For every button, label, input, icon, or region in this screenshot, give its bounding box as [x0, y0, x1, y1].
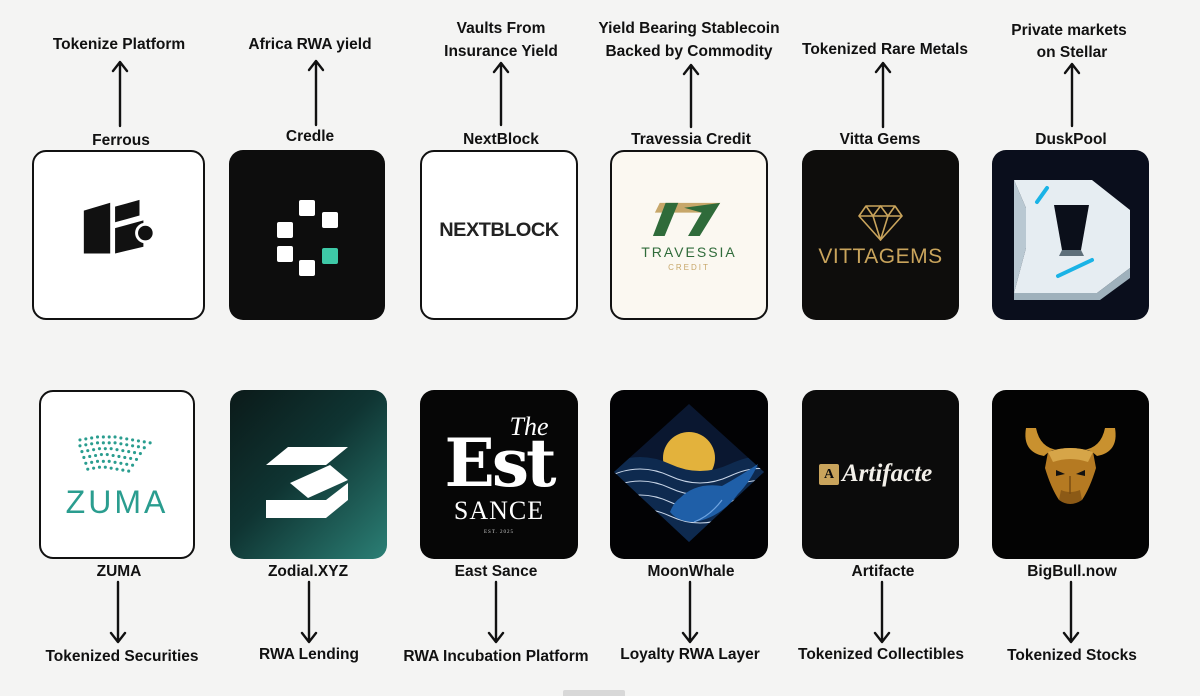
duskpool-logo-icon — [1014, 180, 1130, 300]
up-arrow-icon — [682, 63, 700, 129]
category-moonwhale: Loyalty RWA Layer — [620, 646, 760, 663]
eastsance-sub: SANCE — [453, 496, 545, 525]
project-name-zodial: Zodial.XYZ — [267, 563, 349, 580]
category-travessia-line2: Backed by Commodity — [605, 43, 773, 60]
category-zodial: RWA Lending — [259, 646, 359, 663]
travessia-subtext: CREDIT — [668, 263, 710, 272]
project-name-duskpool: DuskPool — [1035, 131, 1107, 148]
down-arrow-icon — [109, 580, 127, 644]
eastsance-est: EST. 2025 — [483, 530, 515, 535]
category-duskpool-line2: on Stellar — [1036, 44, 1108, 61]
project-name-artifacte: Artifacte — [851, 563, 915, 580]
moonwhale-logo-tile[interactable] — [610, 390, 768, 559]
up-arrow-icon — [492, 61, 510, 127]
zodial-logo-tile[interactable] — [230, 390, 387, 559]
bigbull-logo-tile[interactable] — [992, 390, 1149, 559]
artifacte-logo-tile[interactable]: A Artifacte — [802, 390, 959, 559]
travessia-mark-icon — [652, 202, 721, 236]
nextblock-logo-tile[interactable]: NEXTBLOCK — [420, 150, 578, 320]
project-name-nextblock: NextBlock — [463, 131, 539, 148]
category-travessia-line1: Yield Bearing Stablecoin — [598, 20, 780, 37]
travessia-logo-tile[interactable]: TRAVESSIA CREDIT — [610, 150, 768, 320]
category-artifacte: Tokenized Collectibles — [798, 646, 964, 663]
eastsance-the: The — [509, 412, 549, 441]
zuma-wave-icon — [78, 435, 152, 473]
up-arrow-icon — [874, 61, 892, 129]
ferrous-logo-icon — [83, 199, 156, 254]
diamond-icon — [858, 205, 903, 241]
artifacte-badge-icon: A — [819, 464, 839, 485]
up-arrow-icon — [307, 59, 325, 127]
travessia-wordmark: TRAVESSIA — [641, 244, 737, 260]
duskpool-logo-tile[interactable] — [992, 150, 1149, 320]
vittagems-logo-tile[interactable]: VITTAGEMS — [802, 150, 959, 320]
category-nextblock-line1: Vaults From — [456, 20, 546, 37]
up-arrow-icon — [1063, 62, 1081, 128]
down-arrow-icon — [1062, 580, 1080, 644]
category-ferrous: Tokenize Platform — [52, 36, 186, 53]
category-vittagems: Tokenized Rare Metals — [802, 41, 968, 58]
zuma-wordmark: ZUMA — [65, 484, 169, 520]
down-arrow-icon — [873, 580, 891, 644]
down-arrow-icon — [681, 580, 699, 644]
project-name-ferrous: Ferrous — [92, 132, 150, 149]
category-credle: Africa RWA yield — [248, 36, 372, 53]
project-name-credle: Credle — [285, 128, 335, 145]
down-arrow-icon — [487, 580, 505, 644]
category-duskpool-line1: Private markets — [1011, 22, 1127, 39]
category-nextblock-line2: Insurance Yield — [444, 43, 558, 60]
category-zuma: Tokenized Securities — [45, 648, 199, 665]
credle-logo-icon — [277, 200, 338, 276]
zodial-logo-icon — [266, 447, 348, 518]
vittagems-wordmark: VITTAGEMS — [818, 245, 943, 268]
project-name-moonwhale: MoonWhale — [647, 563, 735, 580]
down-arrow-icon — [300, 580, 318, 644]
eastsance-big: Est — [444, 424, 557, 502]
scroll-handle[interactable] — [563, 690, 625, 696]
ferrous-logo-tile[interactable] — [32, 150, 205, 320]
project-name-eastsance: East Sance — [454, 563, 538, 580]
category-eastsance: RWA Incubation Platform — [403, 648, 589, 665]
project-name-vittagems: Vitta Gems — [839, 131, 921, 148]
artifacte-wordmark: Artifacte — [842, 460, 933, 487]
credle-logo-tile[interactable] — [229, 150, 385, 320]
up-arrow-icon — [111, 60, 129, 128]
project-name-travessia: Travessia Credit — [631, 131, 751, 148]
moonwhale-logo-icon — [614, 404, 764, 542]
zuma-logo-tile[interactable]: ZUMA — [39, 390, 195, 559]
project-name-zuma: ZUMA — [96, 563, 142, 580]
nextblock-wordmark: NEXTBLOCK — [439, 220, 559, 241]
eastsance-logo-tile[interactable]: The Est SANCE EST. 2025 — [420, 390, 578, 559]
category-bigbull: Tokenized Stocks — [1007, 647, 1137, 664]
project-name-bigbull: BigBull.now — [1027, 563, 1117, 580]
bull-head-icon — [1025, 428, 1116, 504]
